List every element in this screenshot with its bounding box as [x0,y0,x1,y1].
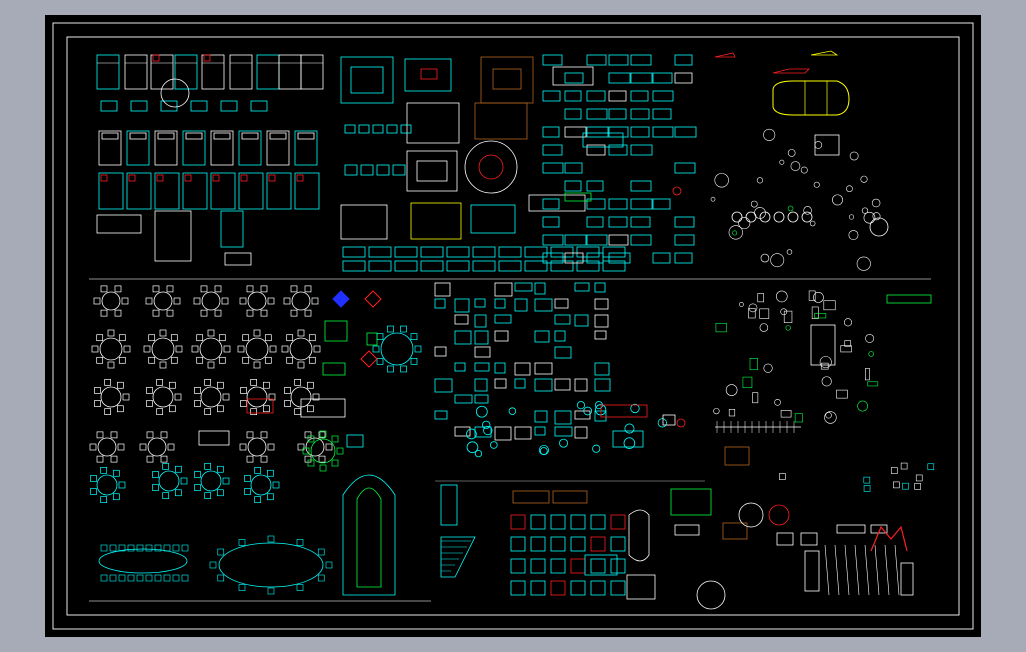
inner-frame [66,36,960,616]
beds-section [96,54,324,266]
decor-section [776,524,914,596]
curtain-decor-red [870,525,908,552]
cad-block-library-drawing [52,22,974,630]
oval-table [218,542,324,588]
car-block [772,80,850,116]
kitchen-bath-section [434,282,686,458]
dining-tables-section [89,285,422,596]
vehicles-plants-section [710,50,889,271]
office-furniture-section [440,484,790,610]
cad-drawing-canvas[interactable] [45,15,981,637]
outer-frame [52,22,974,630]
long-table-1 [98,548,188,574]
blue-table-block [332,290,350,308]
outdoor-elements-section [713,290,935,492]
banquet-table [342,474,396,596]
staircase-block [440,536,476,578]
sofas-section [340,54,697,272]
